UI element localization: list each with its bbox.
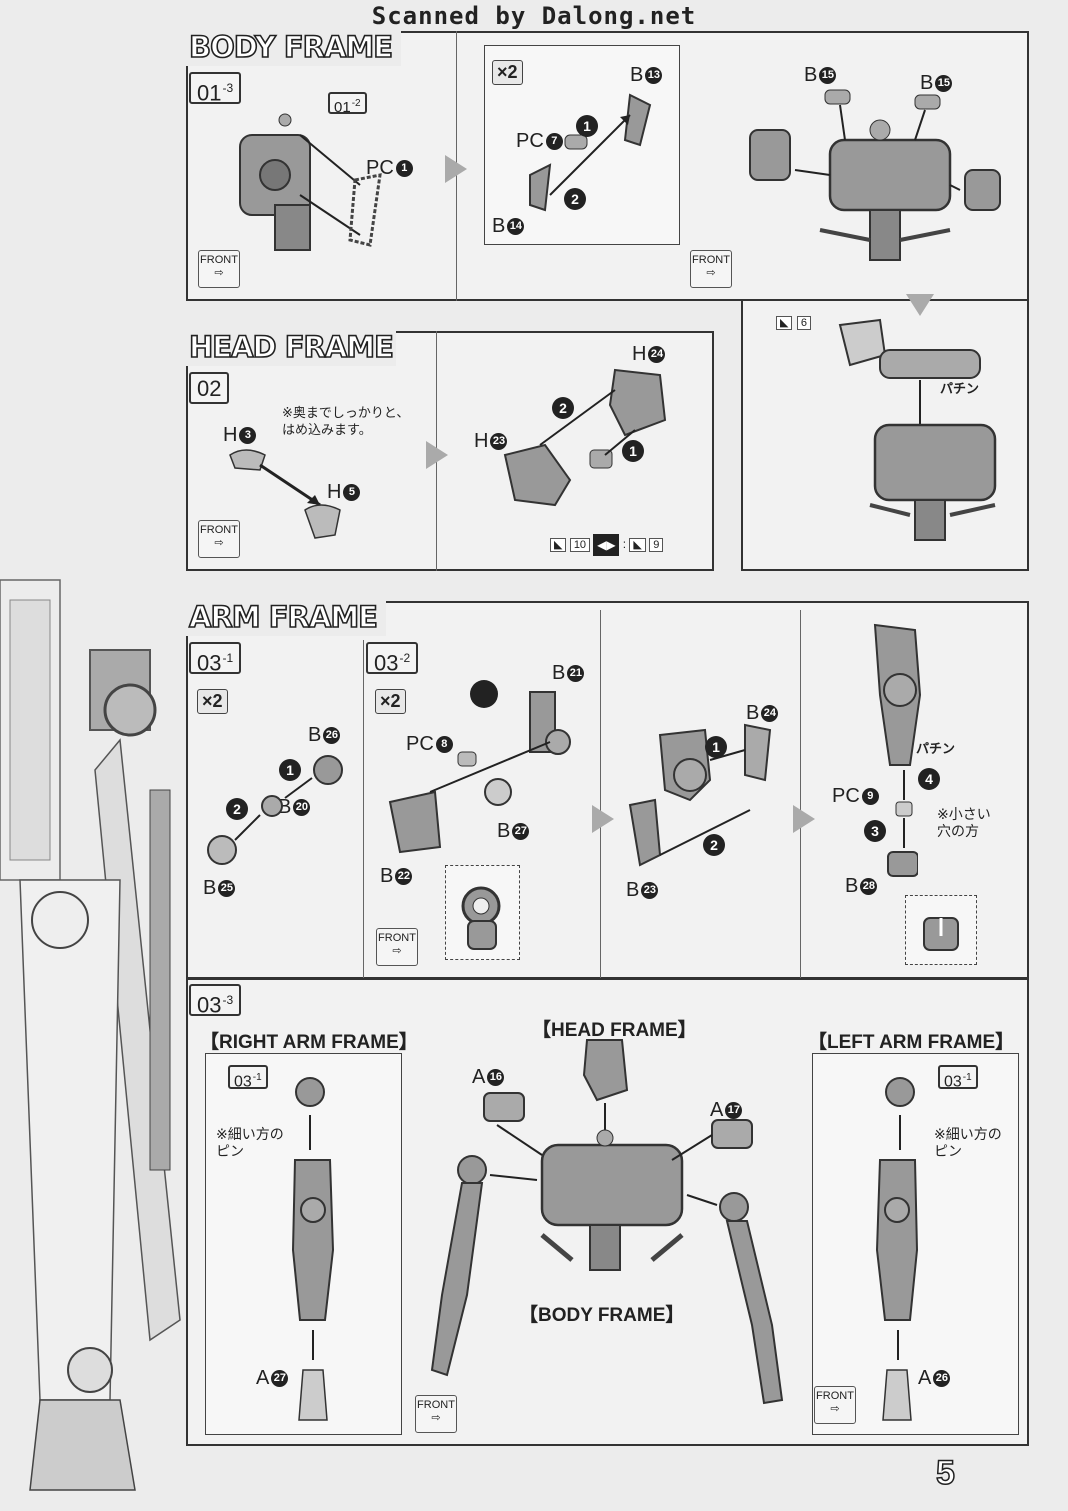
torso-part-drawing — [239, 113, 382, 251]
arm-frame-title: ARM FRAME — [188, 599, 379, 635]
cut-marker-6: ◣ 6 — [776, 313, 812, 331]
step-number-3: 3 — [864, 820, 886, 842]
quantity-x2-badge: ×2 — [197, 689, 228, 714]
small-hole-note: ※小さい穴の方 — [937, 806, 991, 839]
step-number-2: 2 — [703, 834, 725, 856]
step-arrow-icon — [793, 805, 815, 833]
step-number-1: 1 — [576, 115, 598, 137]
left-arm-frame-label: 【LEFT ARM FRAME】 — [808, 1032, 1015, 1053]
upper-arm-joint-drawing — [388, 680, 571, 854]
step-number-2: 2 — [552, 397, 574, 419]
elbow-joint-drawing — [628, 723, 772, 867]
step-number-2: 2 — [564, 188, 586, 210]
thin-pin-note: ※細い方のピン — [216, 1126, 284, 1159]
ref-step-03-1: 03-1 — [228, 1065, 268, 1090]
quantity-x2-badge: ×2 — [375, 689, 406, 714]
step-03-3: 03-3 — [189, 984, 242, 1017]
right-arm-frame-label: 【RIGHT ARM FRAME】 — [200, 1032, 418, 1053]
cut-marker-group: ◣ 10 ◀▶ : ◣ 9 — [550, 534, 664, 556]
chest-cover-assembly-drawing — [838, 318, 997, 541]
ref-step-01-2: 01-2 — [328, 92, 367, 116]
front-indicator-icon: FRONT⇨ — [415, 1395, 457, 1433]
forearm-frame-drawing — [873, 623, 922, 766]
step-arrow-down-icon — [906, 294, 934, 316]
snap-sound-label: パチン — [940, 381, 980, 396]
head-assembly-drawing — [503, 368, 667, 507]
shoulder-ball-drawing — [207, 755, 343, 865]
body-frame-title: BODY FRAME — [188, 29, 394, 65]
scan-credit: Scanned by Dalong.net — [371, 2, 697, 30]
head-part-drawing — [229, 449, 341, 539]
head-frame-title: HEAD FRAME — [188, 329, 395, 365]
front-indicator-icon: FRONT⇨ — [814, 1386, 856, 1424]
full-frame-assembly-drawing — [430, 1039, 784, 1405]
body-assembly-drawing — [749, 89, 1001, 261]
step-number-1: 1 — [279, 759, 301, 781]
head-frame-label: 【HEAD FRAME】 — [532, 1020, 697, 1041]
step-03-1: 03-1 — [189, 642, 242, 675]
left-arm-drawing — [875, 1077, 919, 1421]
step-arrow-icon — [592, 805, 614, 833]
snap-sound-label: パチン — [916, 741, 956, 756]
step-arrow-icon — [445, 155, 467, 183]
robot-leg-illustration — [0, 579, 181, 1491]
front-indicator-icon: FRONT⇨ — [198, 250, 240, 288]
insert-fully-note: ※奥までしっかりと、はめ込みます。 — [282, 405, 410, 437]
step-number-4: 4 — [918, 768, 940, 790]
pc-cap-drawing — [887, 770, 918, 877]
step-arrow-icon — [426, 441, 448, 469]
step-number-1: 1 — [705, 736, 727, 758]
shoulder-joint-drawing — [529, 93, 652, 212]
front-indicator-icon: FRONT⇨ — [690, 250, 732, 288]
step-02: 02 — [189, 372, 230, 404]
right-arm-drawing — [291, 1077, 335, 1421]
step-01-3: 01-3 — [189, 72, 242, 105]
thin-pin-note: ※細い方のピン — [934, 1126, 1002, 1159]
step-03-2: 03-2 — [366, 642, 419, 675]
step-number-2: 2 — [226, 798, 248, 820]
front-indicator-icon: FRONT⇨ — [376, 928, 418, 966]
step-number-1: 1 — [622, 440, 644, 462]
detail-zoom-box — [905, 895, 977, 965]
body-frame-label: 【BODY FRAME】 — [519, 1305, 685, 1326]
swap-icon: ◀▶ — [593, 534, 620, 556]
front-indicator-icon: FRONT⇨ — [198, 520, 240, 558]
page-number: 5 — [935, 1453, 955, 1493]
detail-zoom-box — [445, 865, 520, 960]
quantity-x2-badge: ×2 — [492, 60, 523, 85]
ref-step-03-1: 03-1 — [938, 1065, 978, 1090]
